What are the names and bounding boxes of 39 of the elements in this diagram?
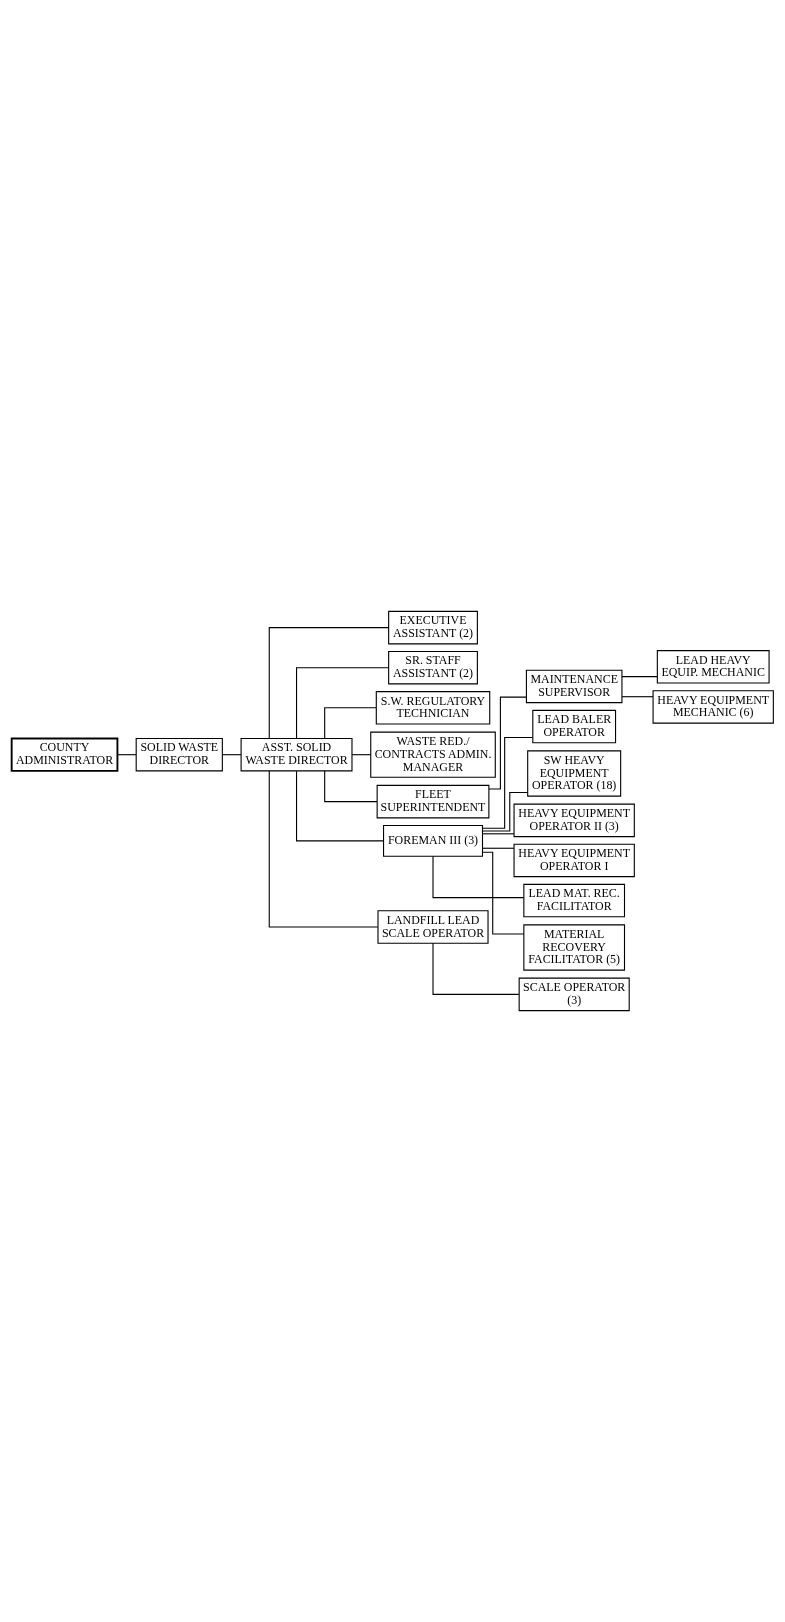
node-box: LEAD MAT. REC. FACILITATOR [523, 883, 626, 918]
connector [296, 667, 389, 739]
node-box: SR. STAFF ASSISTANT (2) [388, 650, 478, 685]
node-box: HEAVY EQUIPMENT OPERATOR II (3) [513, 803, 635, 838]
connector [296, 770, 384, 842]
connector [481, 791, 528, 832]
node-box: SOLID WASTE DIRECTOR [135, 737, 223, 772]
connector [482, 847, 515, 849]
node-box: ASST. SOLID WASTE DIRECTOR [240, 737, 353, 772]
node-box: LEAD BALER OPERATOR [532, 709, 617, 744]
connector [268, 770, 379, 928]
node-box: MATERIAL RECOVERY FACILITATOR (5) [523, 924, 626, 971]
connector [351, 754, 372, 756]
connector [324, 770, 378, 803]
connector [621, 676, 658, 678]
node-box: COUNTY ADMINISTRATOR [10, 737, 119, 772]
connector [324, 707, 377, 739]
node-box: HEAVY EQUIPMENT OPERATOR I [513, 843, 635, 878]
connector [222, 754, 242, 756]
connector [621, 696, 654, 698]
node-box: FOREMAN III (3) [383, 824, 484, 857]
node-box: LEAD HEAVY EQUIP. MECHANIC [656, 650, 770, 684]
connector [482, 736, 534, 829]
node-box: S.W. REGULATORY TECHNICIAN [375, 691, 491, 725]
node-box: WASTE RED./ CONTRACTS ADMIN. MANAGER [370, 731, 496, 778]
node-box: SCALE OPERATOR (3) [518, 977, 630, 1012]
connector [432, 942, 520, 995]
connector [488, 696, 527, 790]
connector [482, 833, 515, 835]
connector [432, 855, 525, 899]
connector [268, 627, 390, 739]
node-box: FLEET SUPERINTENDENT [376, 784, 490, 819]
node-box: LANDFILL LEAD SCALE OPERATOR [377, 910, 489, 944]
node-box: EXECUTIVE ASSISTANT (2) [388, 610, 478, 645]
node-box: HEAVY EQUIPMENT MECHANIC (6) [652, 690, 774, 724]
node-box: SW HEAVY EQUIPMENT OPERATOR (18) [527, 750, 622, 797]
connector [482, 851, 525, 935]
connector [117, 754, 137, 756]
node-box: MAINTENANCE SUPERVISOR [525, 669, 623, 704]
